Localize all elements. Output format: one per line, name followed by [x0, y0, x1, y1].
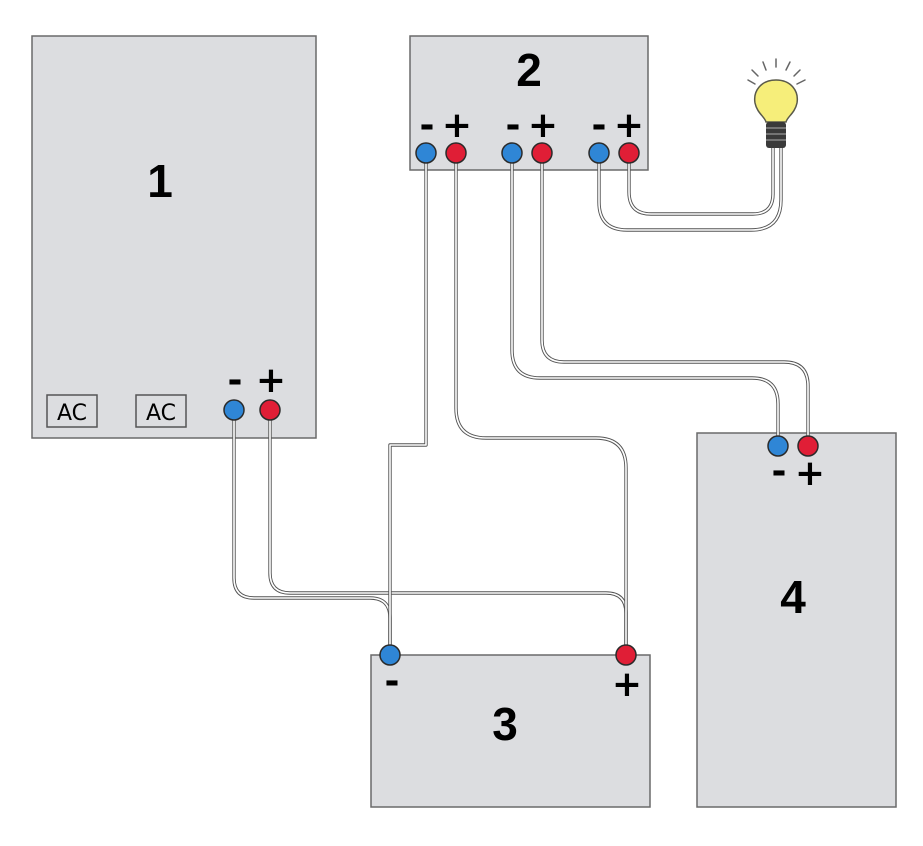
box3-minus-sign: - — [385, 661, 400, 702]
wire-box2-minus-to-box4-minus — [510, 151, 780, 447]
box3-plus-sign: + — [612, 664, 642, 705]
box2-pair2-negative-terminal[interactable] — [501, 142, 523, 164]
wires — [232, 144, 810, 657]
box2-pair1-positive-terminal[interactable] — [445, 142, 467, 164]
component-1-box — [31, 35, 317, 439]
box2-pair1-negative-terminal[interactable] — [415, 142, 437, 164]
box4-plus-sign: + — [795, 453, 825, 494]
wire-box1-minus-to-box3-minus — [232, 408, 392, 657]
component-3-label: 3 — [492, 698, 518, 750]
box2-pair1-plus-sign: + — [442, 105, 472, 146]
box2-pair2-plus-sign: + — [528, 105, 558, 146]
component-2-label: 2 — [516, 44, 542, 96]
box1-negative-terminal[interactable] — [223, 399, 245, 421]
box1-positive-terminal[interactable] — [259, 399, 281, 421]
box2-pair3-negative-terminal[interactable] — [588, 142, 610, 164]
box4-positive-terminal[interactable] — [797, 435, 819, 457]
ac-label-right: AC — [146, 401, 176, 426]
ac-box-left — [46, 394, 98, 428]
box2-pair2-positive-terminal[interactable] — [531, 142, 553, 164]
component-4-label: 4 — [780, 571, 806, 623]
ac-box-right — [135, 394, 187, 428]
box3-negative-terminal[interactable] — [379, 644, 401, 666]
box2-pair2-minus-sign: - — [506, 105, 521, 146]
box3-positive-terminal[interactable] — [615, 644, 637, 666]
component-4-box — [696, 432, 897, 808]
wire-box2-minus-to-box3-minus — [388, 151, 428, 657]
box1-minus-sign: - — [228, 360, 243, 401]
light-bulb-icon — [747, 58, 806, 148]
box4-negative-terminal[interactable] — [767, 435, 789, 457]
wire-box2-plus-to-box4-plus — [540, 151, 810, 447]
box1-plus-sign: + — [256, 360, 286, 401]
box2-pair3-plus-sign: + — [614, 105, 644, 146]
box2-pair1-minus-sign: - — [420, 105, 435, 146]
wire-box2-to-bulb-inner — [627, 144, 775, 216]
box2-pair3-positive-terminal[interactable] — [618, 142, 640, 164]
box4-minus-sign: - — [772, 451, 787, 492]
ac-label-left: AC — [57, 401, 87, 426]
wire-box1-plus-to-box3-plus — [268, 408, 628, 657]
box2-pair3-minus-sign: - — [592, 105, 607, 146]
component-3-box — [370, 654, 651, 808]
component-1-label: 1 — [147, 155, 173, 207]
